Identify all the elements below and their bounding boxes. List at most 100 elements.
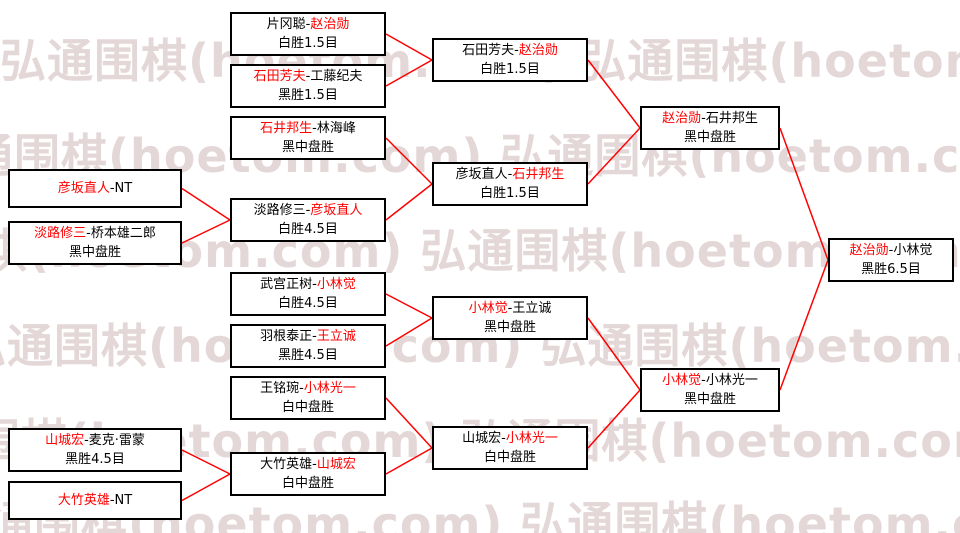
- bracket-line: [587, 59, 641, 129]
- winner-name: 大竹英雄: [57, 493, 110, 508]
- match-result: 白中盘胜: [281, 476, 334, 491]
- match-result: 黑中盘胜: [483, 320, 536, 335]
- bracket-line: [181, 187, 231, 221]
- bracket-line: [385, 33, 433, 61]
- winner-name: 淡路修三: [34, 226, 87, 241]
- bracket-line: [181, 219, 231, 244]
- winner-name: 彦坂直人: [310, 203, 363, 218]
- match-result: 白中盘胜: [483, 450, 536, 465]
- match-box-d1: 赵治勋-石井邦生黑中盘胜: [640, 106, 780, 150]
- match-players: 大竹英雄-NT: [58, 491, 132, 510]
- bracket-line: [587, 389, 641, 449]
- match-players: 赵治勋-石井邦生: [662, 109, 758, 128]
- bracket-line: [385, 137, 433, 185]
- winner-name: 山城宏: [45, 433, 85, 448]
- match-box-b6: 羽根泰正-王立诚黑胜4.5目: [230, 324, 386, 368]
- match-result: 白胜4.5目: [278, 296, 338, 311]
- match-players: 片冈聪-赵治勋: [267, 15, 350, 34]
- match-result: 黑胜1.5目: [278, 88, 338, 103]
- winner-name: 赵治勋: [518, 43, 558, 58]
- player-name: 淡路修三-: [253, 203, 311, 218]
- match-result: 黑胜4.5目: [65, 452, 125, 467]
- match-players: 淡路修三-桥本雄二郎: [34, 224, 156, 243]
- match-result: 白中盘胜: [281, 400, 334, 415]
- player-name: -小林光一: [701, 373, 758, 388]
- match-box-a3: 山城宏-麦克·雷蒙黑胜4.5目: [8, 428, 182, 472]
- match-box-c3: 小林觉-王立诚黑中盘胜: [432, 296, 588, 340]
- match-result: 白胜4.5目: [278, 222, 338, 237]
- match-result: 黑胜6.5目: [861, 262, 921, 277]
- winner-name: 山城宏: [316, 457, 356, 472]
- bracket-line: [385, 447, 433, 475]
- bracket-line: [385, 317, 433, 347]
- match-players: 大竹英雄-山城宏: [260, 455, 356, 474]
- player-name: 彦坂直人-: [455, 167, 513, 182]
- match-box-c2: 彦坂直人-石井邦生白胜1.5目: [432, 162, 588, 206]
- player-name: -林海峰: [312, 121, 356, 136]
- match-result: 白胜1.5目: [278, 36, 338, 51]
- match-players: 石井邦生-林海峰: [260, 119, 356, 138]
- bracket-line: [385, 59, 433, 87]
- match-box-c4: 山城宏-小林光一白中盘胜: [432, 426, 588, 470]
- player-name: 石田芳夫-: [462, 43, 519, 58]
- bracket-line: [587, 317, 641, 391]
- match-box-c1: 石田芳夫-赵治勋白胜1.5目: [432, 38, 588, 82]
- match-result: 黑中盘胜: [68, 245, 121, 260]
- match-players: 赵治勋-小林觉: [850, 241, 933, 260]
- match-result: 白胜1.5目: [480, 186, 540, 201]
- match-box-a2: 淡路修三-桥本雄二郎黑中盘胜: [8, 221, 182, 265]
- match-box-b7: 王铭琬-小林光一白中盘胜: [230, 376, 386, 420]
- match-players: 山城宏-麦克·雷蒙: [45, 431, 145, 450]
- winner-name: 石井邦生: [512, 167, 565, 182]
- player-name: -小林觉: [888, 243, 933, 258]
- bracket-line: [181, 449, 231, 475]
- bracket-line: [385, 183, 433, 221]
- player-name: 片冈聪-: [266, 17, 311, 32]
- match-result: 白胜1.5目: [480, 62, 540, 77]
- match-box-a1: 彦坂直人-NT: [8, 169, 182, 208]
- match-box-b3: 石井邦生-林海峰黑中盘胜: [230, 116, 386, 160]
- player-name: -王立诚: [507, 301, 552, 316]
- match-result: 黑中盘胜: [281, 140, 334, 155]
- player-name: 王铭琬-: [260, 381, 304, 396]
- bracket-line: [385, 397, 433, 449]
- player-name: 羽根泰正-: [260, 329, 317, 344]
- match-result: 黑中盘胜: [683, 130, 736, 145]
- match-players: 王铭琬-小林光一: [260, 379, 356, 398]
- match-box-b8: 大竹英雄-山城宏白中盘胜: [230, 452, 386, 496]
- match-result: 黑中盘胜: [683, 392, 736, 407]
- winner-name: 彦坂直人: [57, 181, 110, 196]
- player-name: 武宫正树-: [260, 277, 317, 292]
- winner-name: 小林觉: [468, 301, 508, 316]
- match-box-e1: 赵治勋-小林觉黑胜6.5目: [828, 238, 954, 282]
- match-players: 淡路修三-彦坂直人: [254, 201, 363, 220]
- match-players: 山城宏-小林光一: [462, 429, 558, 448]
- match-players: 武宫正树-小林觉: [260, 275, 356, 294]
- match-box-d2: 小林觉-小林光一黑中盘胜: [640, 368, 780, 412]
- player-name: -NT: [109, 181, 133, 196]
- match-players: 石田芳夫-赵治勋: [462, 41, 558, 60]
- winner-name: 小林光一: [303, 381, 356, 396]
- match-result: 黑胜4.5目: [278, 348, 338, 363]
- player-name: 大竹英雄-: [260, 457, 317, 472]
- match-players: 彦坂直人-石井邦生: [456, 165, 565, 184]
- match-box-b1: 片冈聪-赵治勋白胜1.5目: [230, 12, 386, 56]
- bracket-line: [587, 127, 641, 185]
- winner-name: 小林觉: [662, 373, 702, 388]
- player-name: -工藤纪夫: [305, 69, 363, 84]
- player-name: -石井邦生: [701, 111, 758, 126]
- match-players: 羽根泰正-王立诚: [260, 327, 356, 346]
- match-box-b2: 石田芳夫-工藤纪夫黑胜1.5目: [230, 64, 386, 108]
- bracket-line: [181, 473, 231, 502]
- bracket-line: [385, 293, 433, 319]
- match-players: 彦坂直人-NT: [58, 179, 132, 198]
- winner-name: 赵治勋: [849, 243, 889, 258]
- match-players: 小林觉-王立诚: [469, 299, 552, 318]
- winner-name: 赵治勋: [662, 111, 702, 126]
- winner-name: 小林光一: [505, 431, 558, 446]
- winner-name: 王立诚: [316, 329, 356, 344]
- player-name: 山城宏-: [462, 431, 506, 446]
- winner-name: 石井邦生: [260, 121, 313, 136]
